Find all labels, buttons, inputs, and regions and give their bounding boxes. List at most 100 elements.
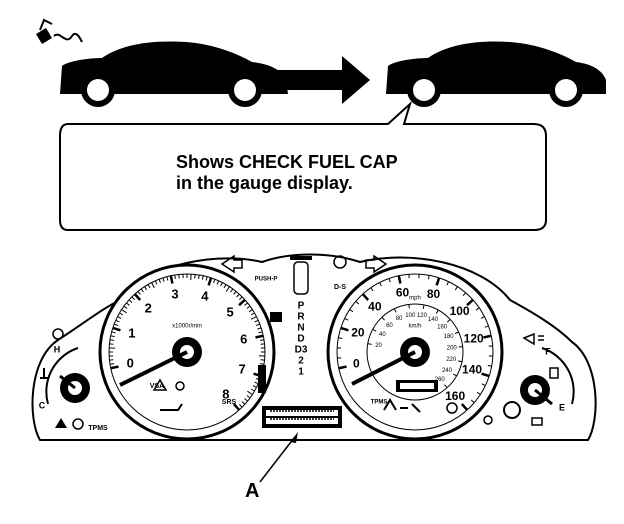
speed-mph-label: 40 [368, 300, 382, 314]
hazard-triangle-icon [152, 378, 168, 391]
tach-minor-tick [158, 279, 161, 284]
tach-minor-tick [238, 403, 243, 408]
tach-minor-tick [198, 274, 200, 279]
tach-minor-tick [216, 280, 220, 285]
tach-minor-tick [201, 275, 204, 280]
tach-minor-tick [250, 388, 255, 392]
callout-leader-line [259, 432, 298, 483]
tach-tick-label: 6 [240, 331, 247, 346]
tach-major-tick [238, 298, 246, 307]
tach-minor-tick [154, 280, 158, 285]
srs-indicator-label: SRS [222, 399, 237, 406]
speed-minor-tick [344, 317, 349, 321]
push-p-label: PUSH-P [255, 277, 278, 283]
tach-minor-tick [213, 279, 216, 284]
tach-minor-tick [255, 323, 260, 326]
tach-tick-label: 3 [171, 287, 178, 302]
speed-kmh-tick [381, 316, 385, 321]
ds-indicator-label: D-S [334, 284, 346, 291]
tach-minor-tick [121, 309, 127, 314]
temperature-gauge [40, 347, 90, 405]
speed-mph-label: 0 [353, 357, 360, 371]
temp-high-label: H [54, 344, 61, 354]
tach-minor-tick [254, 319, 259, 323]
tach-tick-label: 5 [226, 305, 233, 320]
tach-minor-tick [246, 395, 251, 399]
seatbelt-icon [383, 398, 421, 413]
tach-minor-tick [162, 277, 165, 282]
speed-kmh-tick [408, 304, 410, 309]
tach-major-tick [169, 275, 174, 284]
tach-minor-tick [166, 276, 169, 281]
tach-minor-tick [260, 363, 265, 365]
tach-minor-tick [205, 276, 208, 281]
airbag-icon [446, 402, 458, 414]
fuel-full-label: F [545, 346, 551, 356]
fuel-empty-label: E [559, 402, 565, 412]
speed-kmh-label: 200 [447, 345, 458, 351]
speed-major-tick [435, 277, 441, 286]
tach-major-tick [207, 277, 213, 286]
speed-major-tick [460, 403, 469, 411]
battery-icon [531, 417, 543, 426]
tach-minor-tick [119, 312, 124, 316]
tach-minor-tick [244, 302, 248, 306]
speed-kmh-tick [446, 318, 451, 323]
tach-minor-tick [140, 288, 144, 293]
callout-label: A [245, 480, 260, 502]
speed-kmh-label: 220 [446, 357, 457, 363]
multi-info-display [262, 406, 342, 428]
gear-label: D3 [295, 345, 308, 356]
speed-minor-tick [446, 281, 450, 286]
speed-mph-label: 140 [462, 363, 482, 377]
tpms-indicator-label: TPMS [371, 400, 388, 406]
speed-minor-tick [470, 399, 475, 404]
right-arrow-icon [268, 56, 370, 104]
speed-kmh-unit: km/h [408, 324, 421, 330]
tach-minor-tick [258, 331, 263, 334]
speed-major-tick [483, 334, 492, 339]
speed-kmh-tick [454, 331, 459, 335]
speed-major-tick [466, 298, 474, 307]
tach-minor-tick [246, 305, 251, 309]
speed-kmh-tick [457, 360, 463, 363]
tach-minor-tick [241, 401, 246, 405]
speed-mph-label: 160 [445, 389, 465, 403]
temp-cold-label: C [39, 400, 46, 410]
speed-mph-label: 80 [427, 287, 441, 301]
tach-minor-tick [233, 291, 237, 295]
center-indicators [52, 254, 544, 430]
speed-kmh-tick [367, 343, 372, 345]
speed-minor-tick [462, 292, 467, 297]
speed-kmh-label: 80 [396, 316, 403, 322]
speed-minor-tick [379, 282, 382, 287]
speed-kmh-label: 120 [417, 313, 428, 319]
speed-kmh-label: 180 [444, 334, 455, 340]
speed-minor-tick [388, 278, 391, 283]
speed-kmh-label: 240 [442, 368, 453, 374]
brake-icon [175, 381, 185, 391]
speed-major-tick [338, 365, 347, 370]
tach-tick-label: 0 [127, 355, 134, 370]
tach-minor-tick [174, 274, 176, 279]
speed-kmh-tick [372, 328, 377, 332]
tach-minor-tick [223, 284, 227, 289]
cruise-icon [503, 401, 521, 419]
speed-minor-tick [476, 391, 481, 395]
speed-minor-tick [480, 316, 485, 319]
tach-minor-tick [247, 390, 253, 395]
speed-major-tick [397, 275, 402, 284]
gear-label: 1 [298, 367, 304, 378]
temperature-icon [40, 368, 48, 379]
tach-minor-tick [151, 282, 155, 289]
tach-minor-tick [110, 335, 115, 338]
speed-kmh-tick [393, 308, 397, 313]
speed-mph-label: 20 [351, 326, 365, 340]
speed-mph-label: 100 [450, 304, 470, 318]
tach-tick-label: 1 [128, 326, 135, 341]
stability-icon [333, 255, 347, 269]
tpms-label: TPMS [88, 425, 108, 432]
speech-bubble [59, 100, 547, 231]
car-right-icon [386, 41, 606, 107]
